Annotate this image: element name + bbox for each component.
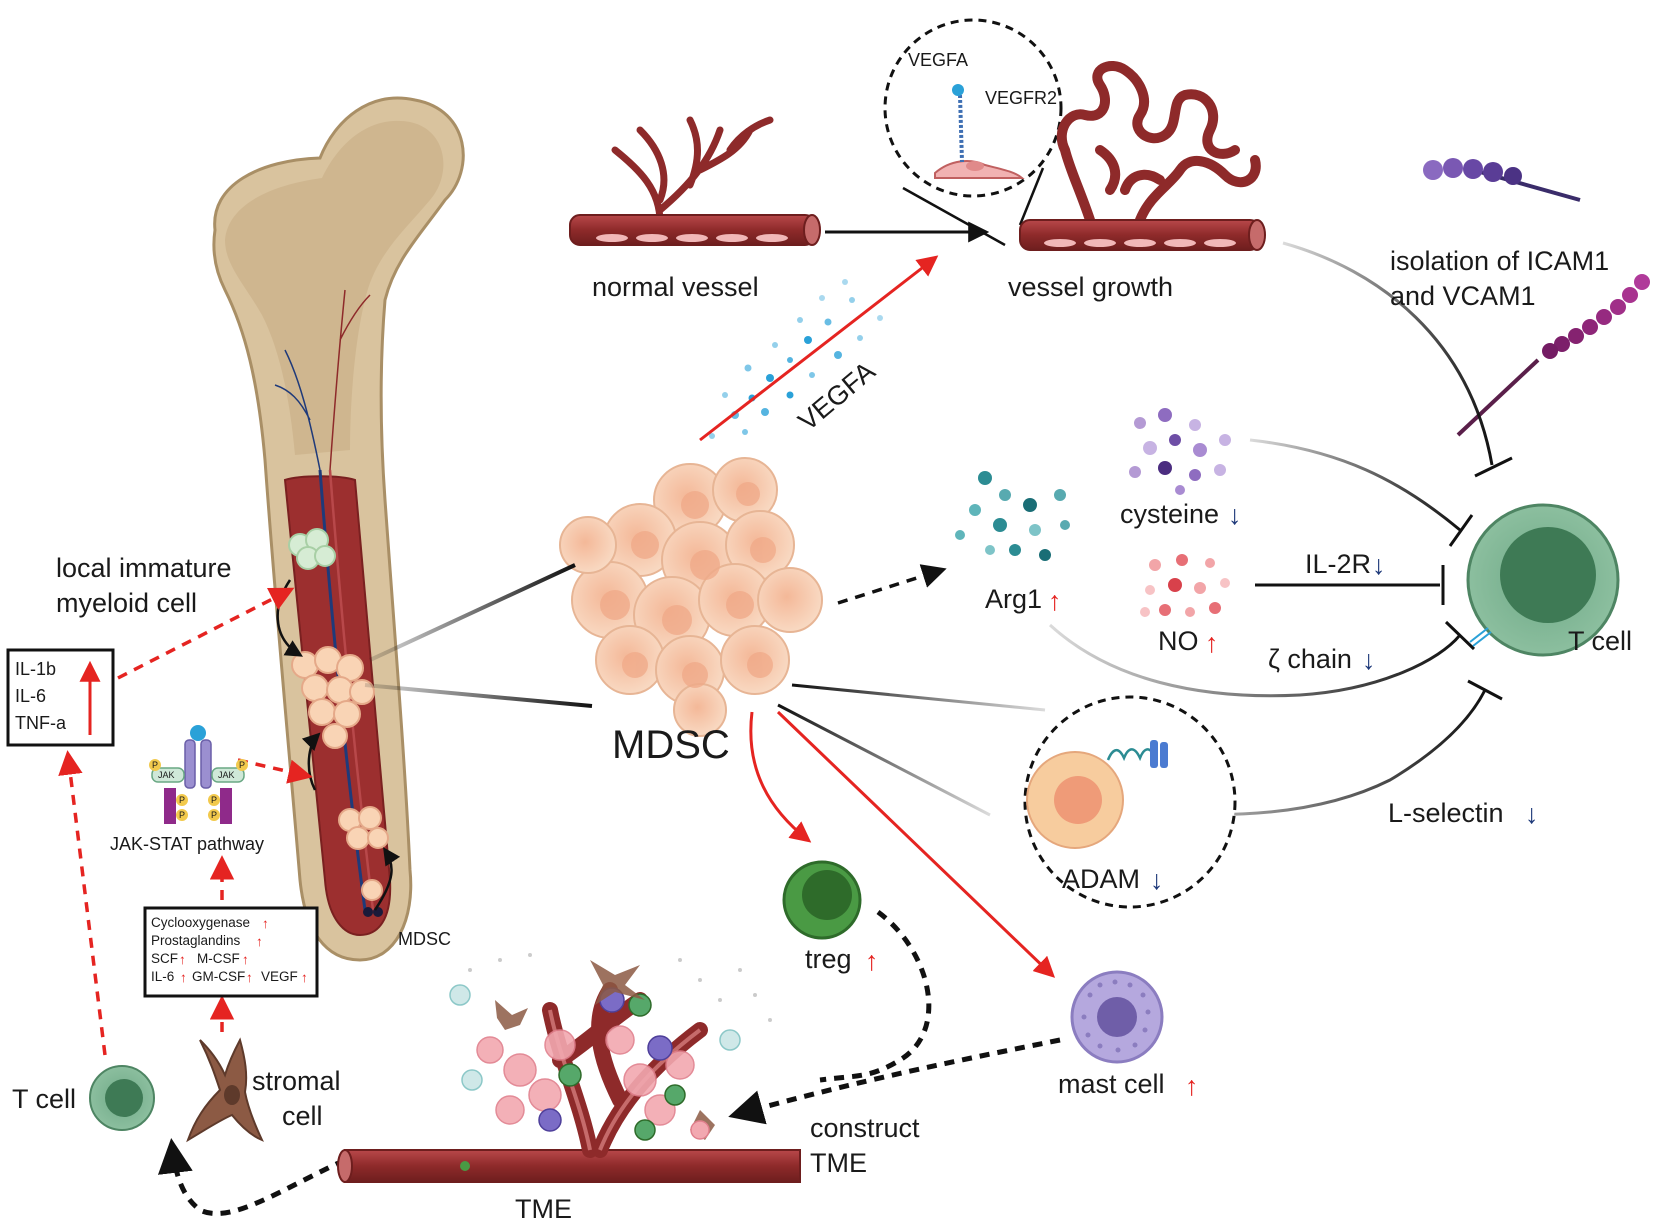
vessel-growth-icon [1019, 61, 1266, 251]
l-selectin-down-icon: ↓ [1525, 799, 1539, 829]
adam-inset [777, 683, 1237, 909]
il2r-down-icon: ↓ [1372, 550, 1386, 580]
factor-up-4: ↑ [242, 952, 249, 967]
il2r-label: IL-2R [1305, 549, 1371, 579]
factor-mcsf: M-CSF [197, 951, 240, 966]
jak-stat-receptor-icon: JAK JAK P P P P P P [149, 725, 248, 824]
factor-up-2: ↑ [256, 934, 263, 949]
factor-prostaglandins: Prostaglandins [151, 933, 241, 948]
factor-up-6: ↑ [246, 970, 253, 985]
t-cell-left-icon [89, 1065, 155, 1131]
factor-il6: IL-6 [151, 969, 174, 984]
marrow-mdsc-cluster [291, 646, 389, 901]
phospho-label-1: P [152, 760, 158, 770]
no-particles [1140, 554, 1230, 617]
isolation-label-1: isolation of ICAM1 [1390, 246, 1609, 276]
adam-label: ADAM [1062, 864, 1140, 894]
mast-cell-up-icon: ↑ [1185, 1071, 1199, 1101]
mdsc-to-mast-arrow [776, 710, 1056, 978]
cytokine-box: IL-1b IL-6 TNF-a [6, 648, 115, 747]
vegfa-particles-label: VEGFA [793, 356, 881, 437]
factor-gmcsf: GM-CSF [192, 969, 245, 984]
arg1-particles [955, 471, 1070, 561]
normal-vessel-label: normal vessel [592, 272, 759, 302]
t-cell-right-icon [1466, 503, 1620, 657]
mdsc-main-label: MDSC [612, 723, 730, 767]
treg-label: treg [805, 944, 852, 974]
mdsc-to-arg1-arrow [837, 564, 947, 605]
t-cell-left-label: T cell [12, 1084, 76, 1114]
immature-myeloid-cluster [288, 528, 336, 570]
normal-vessel-icon [569, 116, 821, 246]
vessel-growth-label: vessel growth [1008, 272, 1173, 302]
no-up-icon: ↑ [1205, 628, 1219, 658]
stromal-label-2: cell [282, 1101, 323, 1131]
factor-scf: SCF [151, 951, 178, 966]
adam-down-icon: ↓ [1150, 865, 1164, 895]
factor-up-7: ↑ [301, 970, 308, 985]
construct-tme-label-2: TME [810, 1148, 867, 1178]
cytokine-il1b: IL-1b [15, 659, 56, 679]
factor-up-1: ↑ [262, 916, 269, 931]
phospho-label-2: P [239, 760, 245, 770]
no-label: NO [1158, 626, 1199, 656]
jak-left-label: JAK [158, 770, 175, 780]
factor-vegf: VEGF [261, 969, 298, 984]
mdsc-cluster-icon [559, 457, 823, 737]
bone-mdsc-connectors [364, 563, 593, 708]
cytokine-il6: IL-6 [15, 686, 46, 706]
isolation-label-2: and VCAM1 [1390, 281, 1536, 311]
phospho-label-4: P [211, 795, 217, 805]
cytokine-tnfa: TNF-a [15, 713, 67, 733]
mast-cell-icon [1070, 970, 1164, 1064]
tme-label: TME [515, 1194, 572, 1224]
treg-icon [782, 860, 862, 940]
treg-up-icon: ↑ [865, 946, 879, 976]
phospho-label-3: P [179, 795, 185, 805]
cysteine-particles [1129, 408, 1231, 495]
inset-vegfa-label: VEGFA [908, 50, 968, 70]
t-cell-right-label: T cell [1568, 626, 1632, 656]
construct-tme-label-1: construct [810, 1113, 920, 1143]
icam-molecule-icon [1423, 158, 1581, 202]
factor-up-3: ↑ [179, 952, 186, 967]
factor-box: Cyclooxygenase ↑ Prostaglandins ↑ SCF ↑ … [143, 906, 319, 998]
vcam-molecule-icon [1456, 274, 1650, 437]
mast-cell-label: mast cell [1058, 1069, 1165, 1099]
red-dashed-arrows [58, 587, 313, 1056]
zeta-chain-label: ζ chain [1268, 644, 1352, 674]
tme-dashed-arrows [157, 909, 1061, 1217]
vegfa-red-arrow [699, 255, 939, 442]
jak-right-label: JAK [218, 770, 235, 780]
stromal-cell-icon [186, 1037, 264, 1143]
local-immature-label-1: local immature [56, 553, 232, 583]
mdsc-nuclei [600, 482, 776, 688]
phospho-label-5: P [179, 810, 185, 820]
local-immature-label-2: myeloid cell [56, 588, 197, 618]
vegf-receptor-inset [883, 18, 1063, 247]
tme-illustration [337, 953, 801, 1183]
stromal-label-1: stromal [252, 1066, 341, 1096]
jak-stat-label: JAK-STAT pathway [110, 834, 264, 854]
bone-mdsc-label: MDSC [398, 929, 451, 949]
arg1-up-icon: ↑ [1048, 586, 1062, 616]
femur-bone [212, 96, 465, 962]
zeta-chain-down-icon: ↓ [1362, 645, 1376, 675]
phospho-label-6: P [211, 810, 217, 820]
cysteine-down-icon: ↓ [1228, 500, 1242, 530]
l-selectin-label: L-selectin [1388, 798, 1504, 828]
cysteine-label: cysteine [1120, 499, 1219, 529]
factor-cyclooxygenase: Cyclooxygenase [151, 915, 250, 930]
factor-up-5: ↑ [180, 970, 187, 985]
mdsc-to-treg-arrow [749, 711, 812, 843]
arg1-label: Arg1 [985, 584, 1042, 614]
inset-vegfr2-label: VEGFR2 [985, 88, 1057, 108]
